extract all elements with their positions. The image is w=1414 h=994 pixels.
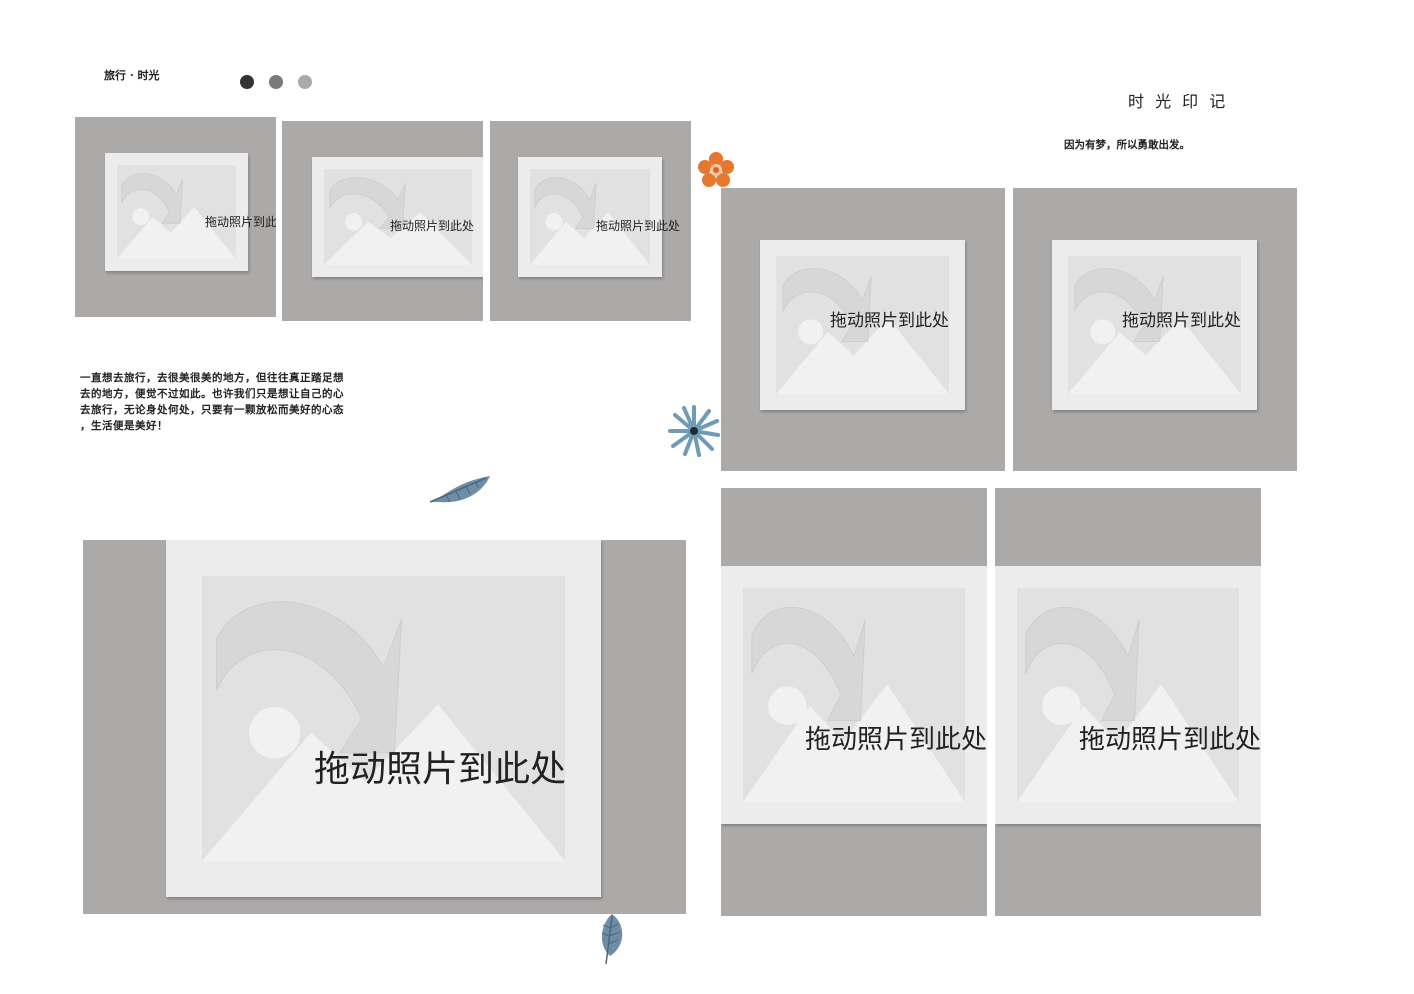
blue-leaf-icon (601, 914, 623, 965)
placeholder-label: 拖动照片到此处 (830, 311, 949, 331)
photo-frame-2[interactable]: 拖动照片到此处 (282, 121, 483, 321)
image-placeholder[interactable]: 拖动照片到此处 (995, 566, 1261, 824)
page-dot-3 (298, 75, 312, 89)
page-dot-2 (269, 75, 283, 89)
page-title: 时 光 印 记 (1128, 92, 1229, 111)
placeholder-label: 拖动照片到此处 (390, 219, 475, 233)
drag-photo-icon (530, 177, 650, 265)
page-dot-1 (240, 75, 254, 89)
paragraph-line: 去旅行，无论身处何处，只要有一颗放松而美好的心态 (80, 404, 344, 416)
image-placeholder[interactable]: 拖动照片到此处 (166, 540, 601, 897)
photo-frame-6[interactable]: 拖动照片到此处 (83, 540, 686, 914)
image-placeholder[interactable]: 拖动照片到此处 (105, 153, 276, 271)
drag-photo-icon (202, 601, 565, 861)
placeholder-label: 拖动照片到此处 (205, 215, 276, 229)
photo-frame-3[interactable]: 拖动照片到此处 (490, 121, 691, 321)
photo-frame-7[interactable]: 拖动照片到此处 (721, 488, 987, 916)
brand-label: 旅行 · 时光 (104, 69, 160, 82)
placeholder-label: 拖动照片到此处 (1079, 725, 1261, 755)
blue-leaf-icon (429, 476, 490, 503)
image-placeholder[interactable]: 拖动照片到此处 (760, 240, 965, 410)
intro-paragraph: 一直想去旅行，去很美很美的地方，但往往真正踏足想 去的地方，便觉不过如此。也许我… (80, 370, 380, 434)
image-placeholder[interactable]: 拖动照片到此处 (312, 157, 483, 277)
image-placeholder[interactable]: 拖动照片到此处 (518, 157, 680, 277)
paragraph-line: ，生活便是美好！ (80, 420, 168, 432)
photo-frame-8[interactable]: 拖动照片到此处 (995, 488, 1261, 916)
placeholder-label: 拖动照片到此处 (314, 749, 567, 790)
photo-frame-5[interactable]: 拖动照片到此处 (1013, 188, 1297, 471)
placeholder-label: 拖动照片到此处 (596, 219, 681, 233)
placeholder-label: 拖动照片到此处 (805, 725, 987, 755)
orange-flower-icon (698, 152, 734, 187)
image-placeholder[interactable]: 拖动照片到此处 (721, 566, 987, 824)
drag-photo-icon (117, 173, 236, 259)
tagline: 因为有梦，所以勇敢出发。 (1064, 139, 1190, 151)
blue-daisy-icon (668, 405, 720, 457)
photo-frame-4[interactable]: 拖动照片到此处 (721, 188, 1005, 471)
drag-photo-icon (743, 606, 965, 802)
placeholder-label: 拖动照片到此处 (1122, 311, 1241, 331)
image-placeholder[interactable]: 拖动照片到此处 (1052, 240, 1257, 410)
drag-photo-icon (776, 268, 949, 394)
drag-photo-icon (1068, 268, 1241, 394)
drag-photo-icon (324, 177, 472, 265)
paragraph-line: 一直想去旅行，去很美很美的地方，但往往真正踏足想 (80, 372, 344, 384)
drag-photo-icon (1017, 606, 1239, 802)
paragraph-line: 去的地方，便觉不过如此。也许我们只是想让自己的心 (80, 388, 344, 400)
photo-frame-1[interactable]: 拖动照片到此处 (75, 117, 276, 317)
